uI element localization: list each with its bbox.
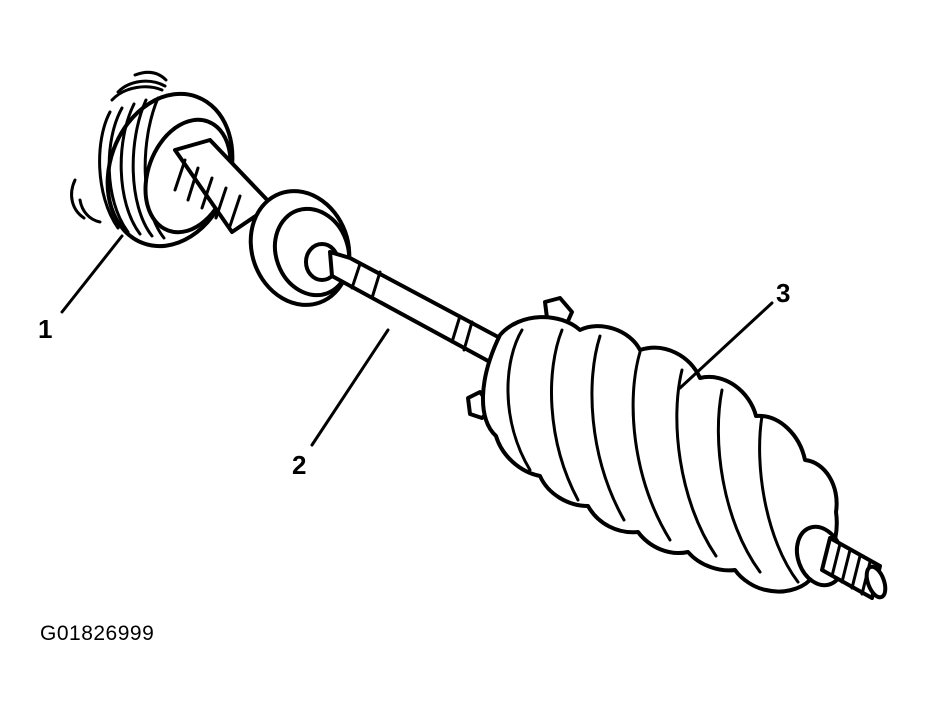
callout-number-1: 1 xyxy=(38,314,52,344)
figure-id: G01826999 xyxy=(40,622,155,645)
bellows-boot xyxy=(480,315,839,594)
callout-leaders xyxy=(60,234,774,447)
tie-rod-shaft xyxy=(328,250,502,364)
callout-number-2: 2 xyxy=(292,450,306,480)
leader-line-1 xyxy=(60,234,124,314)
callout-number-3: 3 xyxy=(776,278,790,308)
leader-line-2 xyxy=(310,328,390,447)
leader-line-3 xyxy=(678,301,774,390)
threaded-end xyxy=(794,524,888,600)
